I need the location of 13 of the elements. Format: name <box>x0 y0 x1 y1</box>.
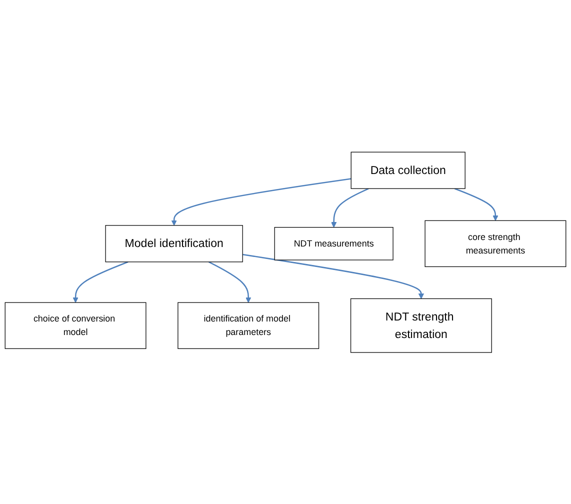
node-box: Data collection <box>350 152 466 189</box>
node-box: identification of model parameters <box>178 302 320 349</box>
arrow <box>242 254 424 299</box>
node-box: NDT strength estimation <box>350 298 492 352</box>
arrow <box>171 178 352 226</box>
arrow <box>331 188 369 228</box>
arrow <box>72 261 128 302</box>
node-box: choice of conversion model <box>4 302 146 349</box>
node-box: Model identification <box>105 224 243 262</box>
node-box: NDT measurements <box>274 226 394 260</box>
arrow <box>208 261 252 302</box>
node-box: core strength measurements <box>424 220 566 267</box>
arrow <box>454 188 498 221</box>
